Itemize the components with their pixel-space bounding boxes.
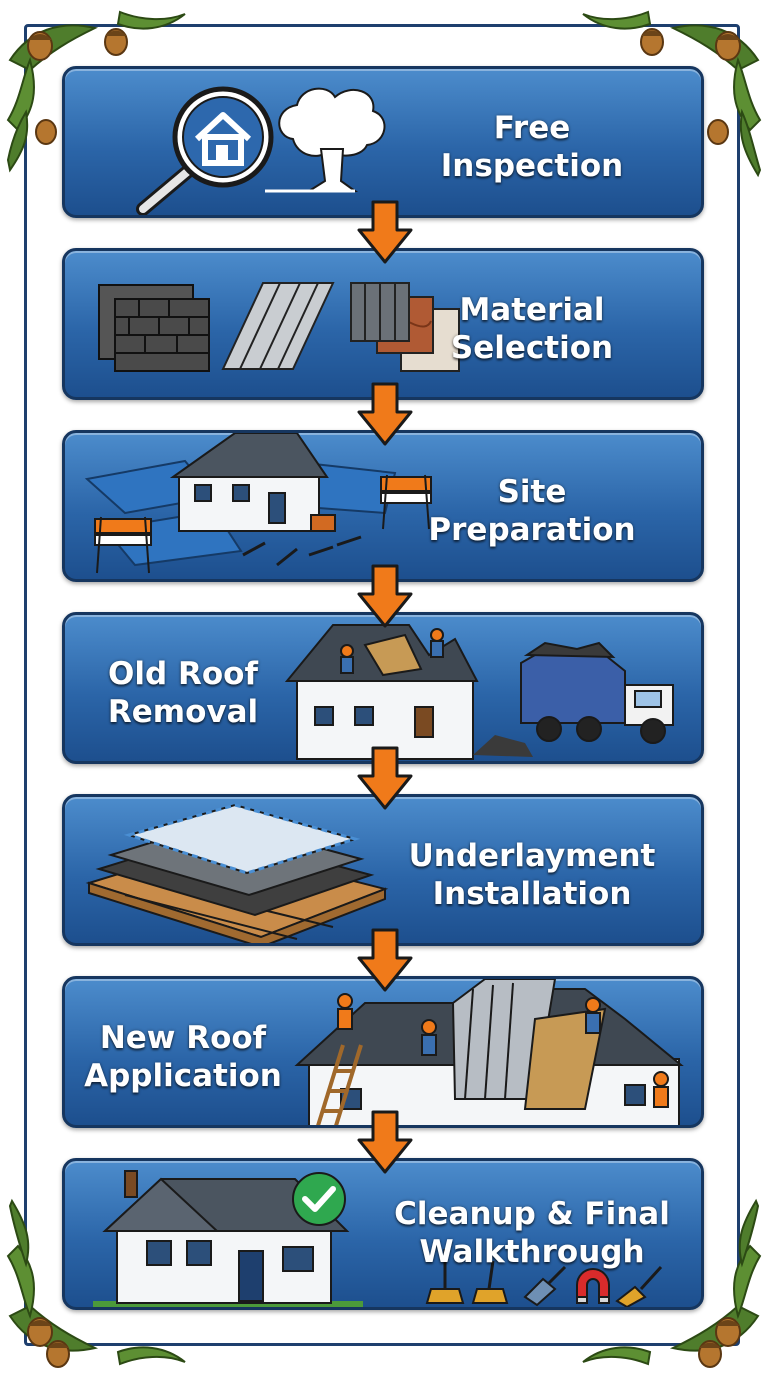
worker-icon <box>340 628 444 674</box>
magnet-icon <box>576 1268 610 1304</box>
inspection-illustration <box>136 86 386 215</box>
oak-leaves-acorn-icon <box>6 1198 186 1368</box>
step-label: Free Inspection <box>440 110 624 184</box>
checkmark-icon <box>292 1172 346 1226</box>
metal-panel-icon <box>221 282 335 370</box>
house-icon <box>169 433 329 532</box>
asphalt-shingles-icon <box>98 284 210 372</box>
step-label: Material Selection <box>450 292 614 366</box>
application-illustration <box>294 979 684 1125</box>
dump-truck-icon <box>520 641 674 744</box>
removal-illustration <box>284 624 674 760</box>
layered-underlayment-icon <box>85 803 389 943</box>
step-card-material-selection: Material Selection <box>62 248 704 400</box>
broom-icon <box>425 1249 509 1304</box>
worker-icon <box>337 993 669 1108</box>
step-label: Old Roof Removal <box>107 656 259 730</box>
step-label: Underlayment Installation <box>408 838 656 912</box>
underlayment-illustration <box>85 803 389 943</box>
tools-icon <box>523 1265 567 1307</box>
page-frame <box>24 24 740 1346</box>
house-icon <box>284 624 479 760</box>
oak-tree-icon <box>265 87 386 193</box>
materials-illustration <box>98 282 460 372</box>
tile-samples-icon <box>350 282 460 372</box>
scraper-icon <box>615 1265 663 1307</box>
tools-icon <box>242 514 362 567</box>
step-label: Site Preparation <box>428 474 636 548</box>
down-arrow-icon <box>357 200 413 264</box>
debris-pile <box>473 735 533 757</box>
oak-leaves-acorn-icon <box>6 10 186 173</box>
cleanup-illustration <box>93 1170 663 1307</box>
barricade-icon <box>94 474 432 574</box>
step-label: Cleanup & Final Walkthrough <box>394 1196 670 1270</box>
step-card-old-roof-removal: Old Roof Removal <box>62 612 704 764</box>
down-arrow-icon <box>357 564 413 628</box>
house-icon <box>294 979 684 1125</box>
step-card-new-roof-application: New Roof Application <box>62 976 704 1128</box>
ladder-icon <box>316 1044 363 1125</box>
preparation-illustration <box>84 433 432 574</box>
down-arrow-icon <box>357 746 413 810</box>
oak-leaves-acorn-icon <box>582 10 762 178</box>
magnifier-house-icon <box>136 86 274 215</box>
step-card-underlayment-installation: Underlayment Installation <box>62 794 704 946</box>
down-arrow-icon <box>357 1110 413 1174</box>
house-icon <box>93 1170 363 1307</box>
step-label: New Roof Application <box>84 1020 282 1094</box>
step-card-cleanup-walkthrough: Cleanup & Final Walkthrough <box>62 1158 704 1310</box>
down-arrow-icon <box>357 928 413 992</box>
step-card-site-preparation: Site Preparation <box>62 430 704 582</box>
down-arrow-icon <box>357 382 413 446</box>
step-card-free-inspection: Free Inspection <box>62 66 704 218</box>
oak-leaves-acorn-icon <box>582 1198 762 1368</box>
